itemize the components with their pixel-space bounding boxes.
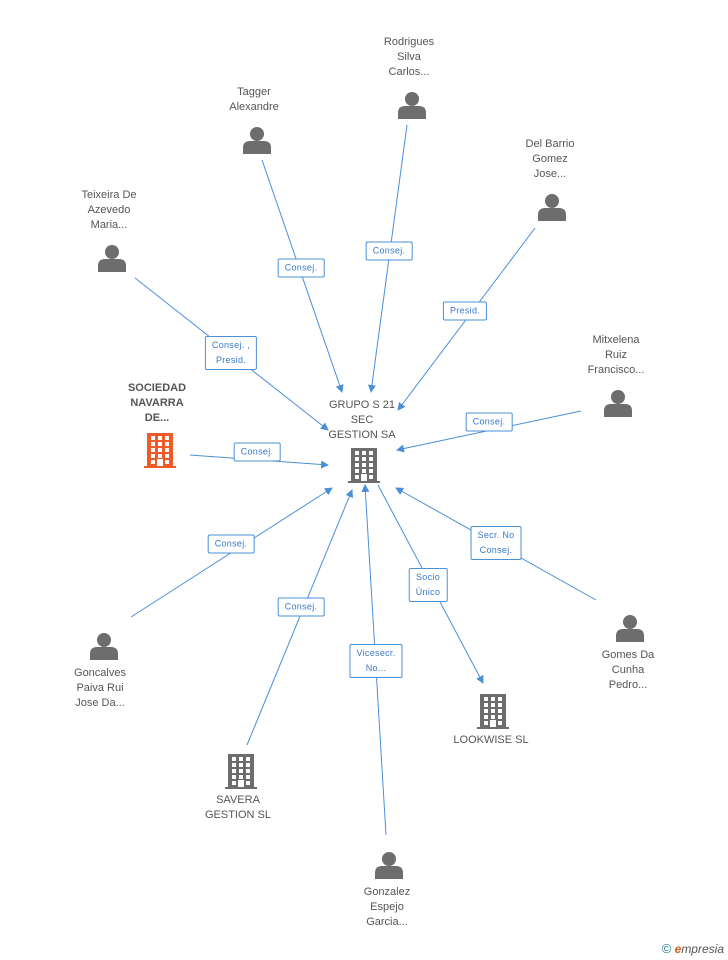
icons-layer	[90, 92, 644, 879]
node-label-goncalves[interactable]: Goncalves Paiva Rui Jose Da...	[74, 667, 126, 709]
node-label-delbarrio[interactable]: Del Barrio Gomez Jose...	[525, 138, 575, 180]
empresia-logo: © empresia	[661, 941, 724, 956]
building-icon-lookwise[interactable]	[477, 694, 509, 729]
person-icon-teixeira[interactable]	[98, 245, 126, 272]
person-icon-goncalves[interactable]	[90, 633, 118, 660]
node-label-tagger[interactable]: Tagger Alexandre	[229, 86, 279, 113]
node-label-lookwise[interactable]: LOOKWISE SL	[453, 734, 529, 746]
edge-label-mitxelena[interactable]: Consej.	[465, 412, 513, 432]
edge-label-goncalves[interactable]: Consej.	[207, 534, 255, 554]
person-icon-delbarrio[interactable]	[538, 194, 566, 221]
center-company-label[interactable]: GRUPO S 21 SEC GESTION SA	[328, 399, 396, 441]
edge-label-sociedad[interactable]: Consej.	[233, 442, 281, 462]
node-label-sociedad[interactable]: SOCIEDAD NAVARRA DE...	[127, 382, 187, 424]
node-label-gomes[interactable]: Gomes Da Cunha Pedro...	[601, 649, 655, 691]
building-icon-sociedad[interactable]	[144, 433, 176, 468]
edge-label-delbarrio[interactable]: Presid.	[442, 301, 488, 321]
edge-label-gonzalez[interactable]: Vicesecr. No...	[349, 644, 403, 678]
node-label-teixeira[interactable]: Teixeira De Azevedo Maria...	[81, 189, 137, 231]
node-label-mitxelena[interactable]: Mitxelena Ruiz Francisco...	[587, 334, 645, 376]
edge-label-gomes[interactable]: Secr. No Consej.	[470, 526, 522, 560]
node-label-rodrigues[interactable]: Rodrigues Silva Carlos...	[383, 36, 435, 78]
node-label-gonzalez[interactable]: Gonzalez Espejo Garcia...	[363, 886, 411, 928]
person-icon-gonzalez[interactable]	[375, 852, 403, 879]
person-icon-mitxelena[interactable]	[604, 390, 632, 417]
node-label-savera[interactable]: SAVERA GESTION SL	[204, 794, 272, 821]
edge-label-savera[interactable]: Consej.	[277, 597, 325, 617]
person-icon-gomes[interactable]	[616, 615, 644, 642]
building-icon-savera[interactable]	[225, 754, 257, 789]
center-company-building-icon[interactable]	[348, 448, 380, 483]
person-icon-tagger[interactable]	[243, 127, 271, 154]
edge-label-tagger[interactable]: Consej.	[277, 258, 325, 278]
edge-savera	[246, 489, 354, 746]
person-icon-rodrigues[interactable]	[398, 92, 426, 119]
edge-label-lookwise[interactable]: Socio Único	[408, 568, 448, 602]
edge-label-rodrigues[interactable]: Consej.	[365, 241, 413, 261]
edge-label-teixeira[interactable]: Consej. , Presid.	[204, 336, 258, 370]
